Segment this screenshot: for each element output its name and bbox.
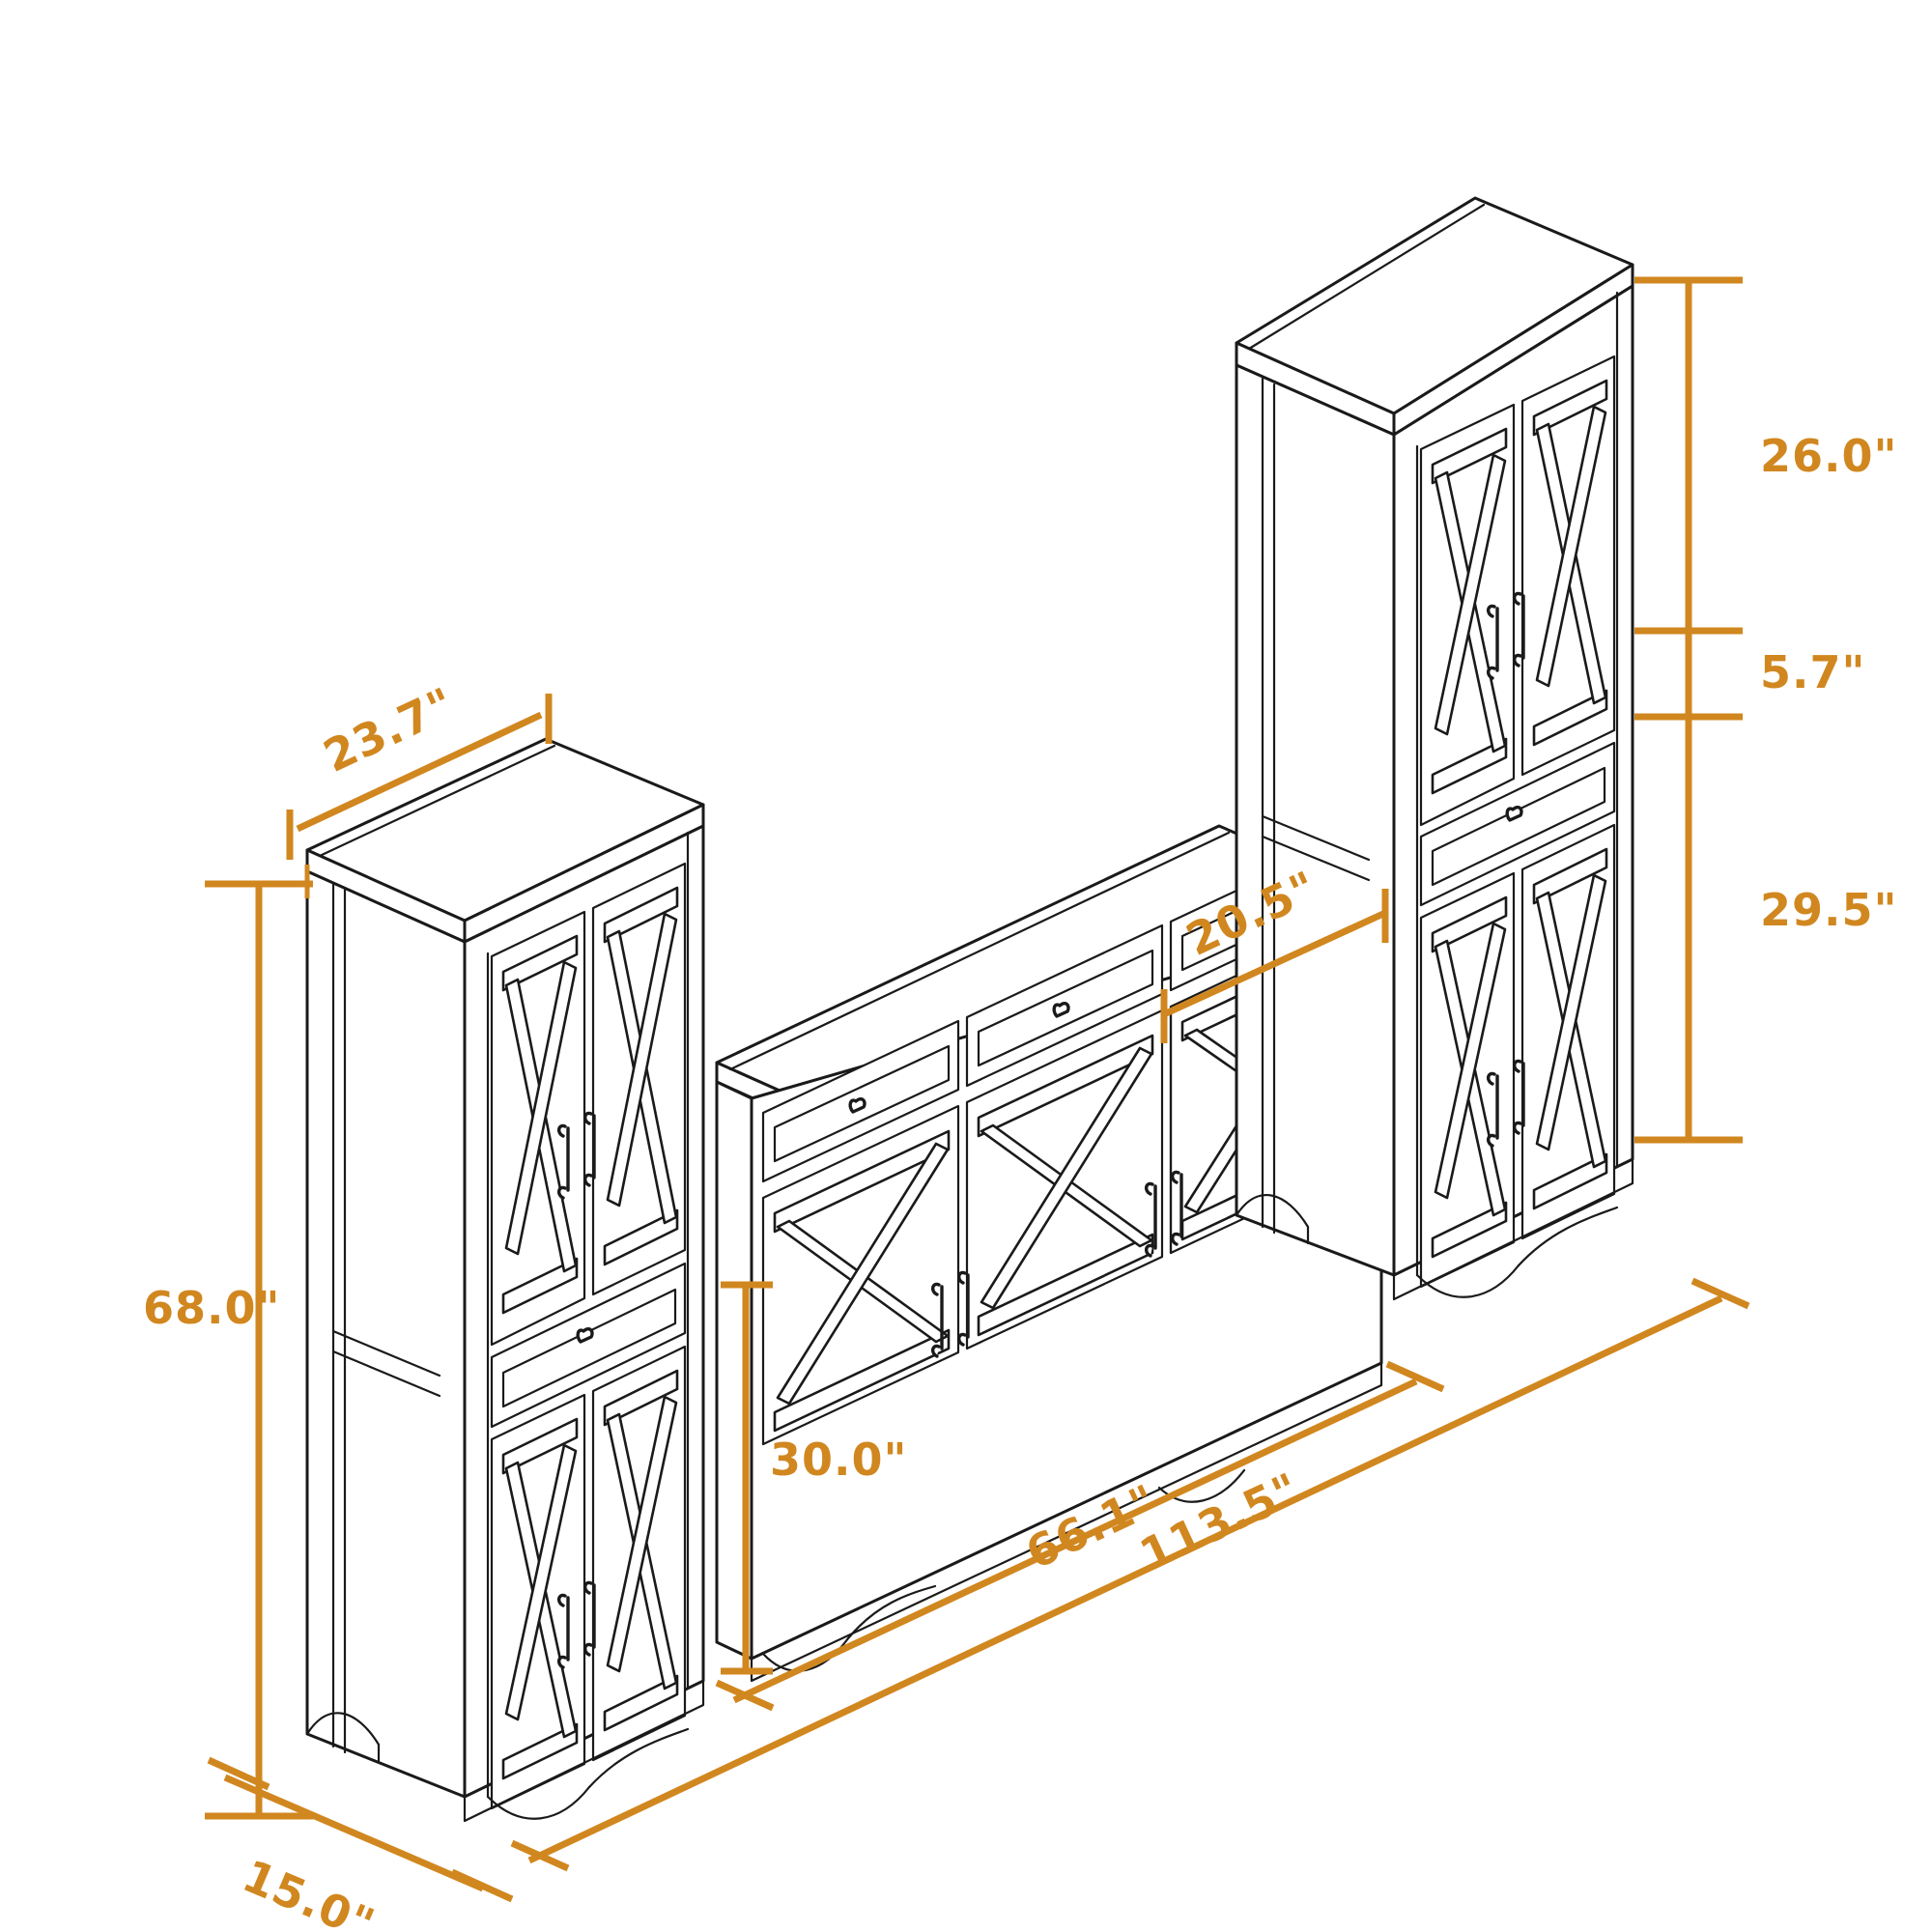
door-bar-pull[interactable] [583,1111,596,1187]
door-leaf[interactable] [591,1345,687,1762]
door-bar-pull[interactable] [957,1270,970,1347]
dimension-label: 113.5" [1132,1463,1308,1581]
door-leaf[interactable] [1520,355,1616,777]
door-leaf[interactable] [591,862,687,1296]
door-leaf[interactable] [761,1104,960,1446]
dimension-label: 23.7" [316,677,463,782]
drawer-knob[interactable] [576,1327,594,1344]
dimension-label: 30.0" [770,1434,907,1486]
dimension-console-height: 30.0" [721,1281,907,1675]
door-bar-pull[interactable] [1487,604,1499,680]
left-tower-cabinet [305,737,705,1823]
door-bar-pull[interactable] [557,1123,570,1200]
door-bar-pull[interactable] [1145,1181,1157,1258]
right-tower-top [1235,196,1634,437]
door-leaf[interactable] [1419,871,1516,1289]
door-leaf[interactable] [1419,403,1516,827]
dimension-label: 5.7" [1760,646,1865,698]
drawer-knob[interactable] [1505,806,1523,822]
door-bar-pull[interactable] [931,1282,944,1358]
drawer-knob[interactable] [1052,1002,1070,1018]
door-leaf[interactable] [1520,823,1616,1240]
right-tower-drawer[interactable] [1419,741,1616,907]
left-tower-upper-doors [490,862,687,1347]
dimension-lower-door-height: 29.5" [1634,713,1897,1144]
door-leaf[interactable] [965,1009,1164,1350]
left-tower-lower-doors [490,1345,687,1810]
left-tower-side-panel [305,869,467,1799]
dimension-label: 68.0" [143,1282,280,1334]
dimension-label: 15.0" [236,1849,383,1932]
dimension-upper-door-height: 26.0" [1634,276,1897,635]
right-tower-upper-doors [1419,355,1616,827]
door-bar-pull[interactable] [1513,591,1525,668]
right-tower-apron [1392,1157,1634,1301]
door-bar-pull[interactable] [557,1593,570,1669]
right-tower-side-panel [1235,363,1396,1277]
dimension-overall-height: 68.0" [143,865,313,1820]
drawer-knob[interactable] [848,1097,867,1114]
door-leaf[interactable] [490,1393,586,1810]
door-bar-pull[interactable] [583,1580,596,1657]
right-tower-lower-doors [1419,823,1616,1289]
console-left-doors [761,1009,1164,1446]
dimension-label: 26.0" [1760,430,1897,482]
dimension-drawer-height: 5.7" [1634,627,1865,721]
door-bar-pull[interactable] [1171,1170,1183,1246]
drawer[interactable] [761,1019,960,1183]
left-tower-drawer[interactable] [490,1262,687,1429]
left-tower-top [305,737,705,944]
door-bar-pull[interactable] [1513,1059,1525,1135]
door-leaf[interactable] [490,910,586,1347]
dimension-label: 29.5" [1760,884,1897,936]
door-bar-pull[interactable] [1487,1071,1499,1148]
left-tower-apron [463,1679,705,1823]
right-tower-cabinet [1235,196,1634,1301]
